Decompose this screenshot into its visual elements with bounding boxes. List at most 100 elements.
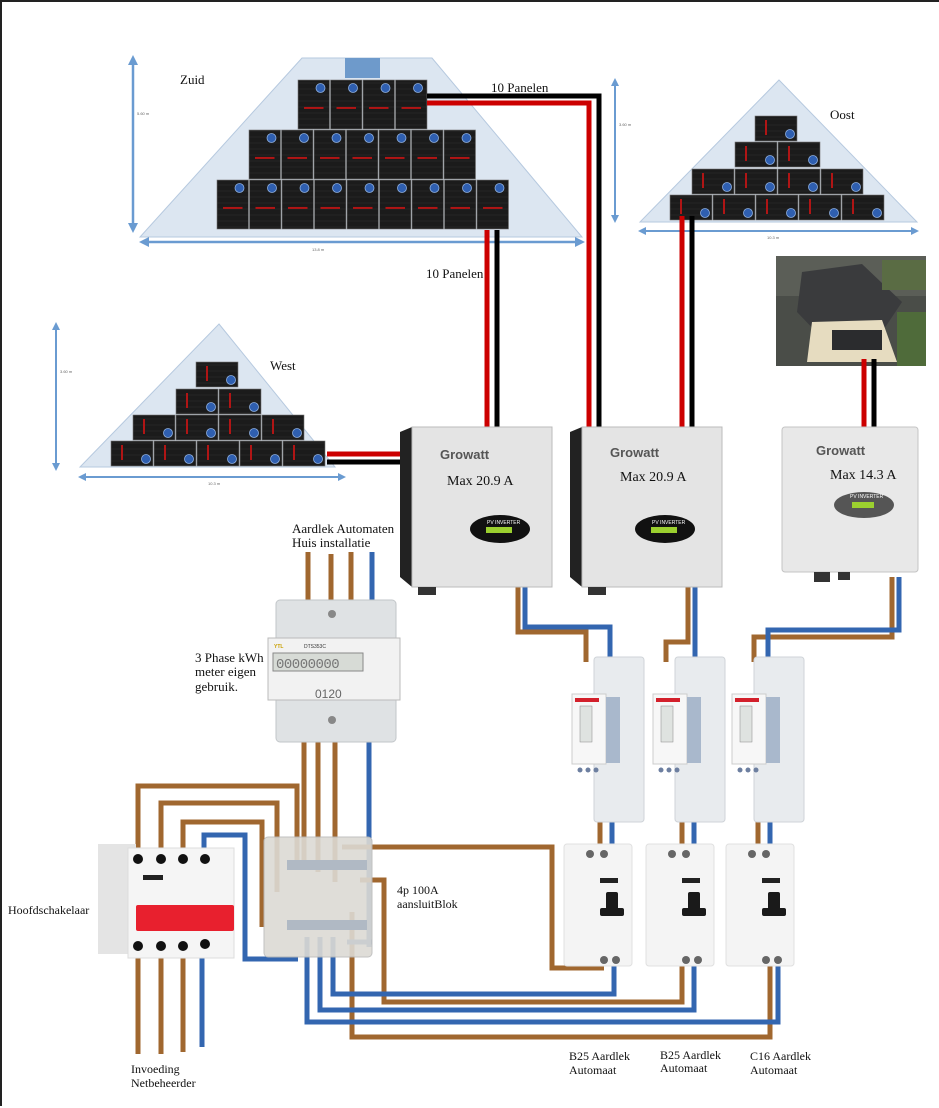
rcbo-breakers [563, 843, 795, 967]
solar-panel [669, 194, 713, 221]
solar-panel [734, 141, 778, 168]
solar-panel [411, 129, 444, 180]
inverter-3: Growatt Max 14.3 A PV INVERTER [781, 426, 919, 582]
inverter-2: Growatt Max 20.9 A PV INVERTER [570, 426, 723, 595]
solar-panel [249, 179, 282, 230]
inverter-3-brand: Growatt [816, 443, 866, 458]
roof-oost: 3.60 m 10.3 m Oost [611, 78, 919, 240]
inverter-2-display-label: PV INVERTER [652, 520, 686, 526]
solar-panel [282, 440, 326, 467]
inverter-1-display-label: PV INVERTER [487, 520, 521, 526]
solar-panel [734, 168, 778, 195]
west-panel-array [110, 361, 326, 467]
solar-panel [411, 179, 444, 230]
solar-panel [281, 129, 314, 180]
solar-panel [777, 168, 821, 195]
solar-panel [175, 414, 219, 441]
rcbo-2[interactable] [645, 843, 715, 967]
block-to-rcbo3-neutral [304, 937, 781, 1025]
block-to-rcbo1-phase [342, 844, 604, 971]
rcbo-2-label-line1: B25 Aardlek [660, 1048, 721, 1062]
rcbo-1-label-line1: B25 Aardlek [569, 1049, 630, 1063]
zuid-panel-array [216, 79, 509, 230]
labels: Aardlek Automaten Huis installatie 3 Pha… [8, 521, 811, 1090]
three-phase-kwh-meter: YTL DTS353C 00000000 0120 [267, 599, 401, 743]
kwh-meter-label-line3: gebruik. [195, 679, 238, 694]
solar-panel [712, 194, 756, 221]
dc-wire-negative-zuid-top [427, 93, 602, 432]
solar-panel [346, 179, 379, 230]
aerial-house-photo [776, 256, 926, 366]
terminal-block [263, 836, 373, 958]
main-switch[interactable] [98, 844, 235, 959]
rcbo-3[interactable] [725, 843, 795, 967]
oost-panel-array [669, 115, 885, 221]
rcbo-2-label-line2: Automaat [660, 1061, 708, 1075]
solar-panel [110, 440, 154, 467]
inverter-2-brand: Growatt [610, 445, 660, 460]
solar-panel [443, 129, 476, 180]
inverter-1-brand: Growatt [440, 447, 490, 462]
chimney [345, 58, 380, 78]
solar-panel [218, 414, 262, 441]
roof-west: 3.60 m 10.3 m West [52, 322, 346, 486]
solar-panel [297, 79, 330, 130]
house-breakers-label-line1: Aardlek Automaten [292, 521, 395, 536]
solar-panel [346, 129, 379, 180]
inverter-1: Growatt Max 20.9 A PV INVERTER [400, 426, 553, 595]
solar-panel [196, 440, 240, 467]
rcbo-1[interactable] [563, 843, 633, 967]
solar-panel [313, 129, 346, 180]
main-switch-handle[interactable] [136, 905, 234, 931]
solar-panel [379, 179, 412, 230]
supply-label-line2: Netbeheerder [131, 1076, 196, 1090]
ac-phase-inv2 [663, 587, 691, 662]
solar-panel [314, 179, 347, 230]
solar-panel [153, 440, 197, 467]
single-phase-meter-3 [731, 656, 805, 823]
block-to-rcbo1-neutral [330, 937, 617, 997]
solar-panel [216, 179, 249, 230]
single-phase-meter-2 [652, 656, 726, 823]
meter-reading: 00000000 [276, 657, 339, 673]
inverter-3-max-current: Max 14.3 A [830, 468, 897, 483]
solar-panel [281, 179, 314, 230]
inverter-2-max-current: Max 20.9 A [620, 470, 687, 485]
solar-panel [395, 79, 428, 130]
solar-panel [754, 115, 798, 142]
ac-neutral-inv3 [765, 577, 902, 662]
solar-panel [476, 179, 509, 230]
main-to-block-phase-3 [180, 819, 265, 927]
dc-wire-positive-zuid-top [427, 100, 592, 432]
roof-zuid: 5.60 m 13.8 m Zuid [128, 55, 585, 252]
inverter-1-max-current: Max 20.9 A [447, 474, 514, 489]
inverter-3-display-label: PV INVERTER [850, 494, 884, 500]
supply-label-line1: Invoeding [131, 1062, 180, 1076]
single-phase-meter-1 [571, 656, 645, 823]
single-phase-kwh-meters [571, 656, 805, 823]
rcbo-3-label-line2: Automaat [750, 1063, 798, 1077]
meter-model: DTS353C [304, 644, 326, 650]
solar-panel [330, 79, 363, 130]
solar-panel [755, 194, 799, 221]
house-breakers-label-line2: Huis installatie [292, 535, 371, 550]
solar-panel [444, 179, 477, 230]
kwh-meter-label-line1: 3 Phase kWh [195, 650, 264, 665]
inverters: Growatt Max 20.9 A PV INVERTER Growatt M… [400, 426, 919, 595]
solar-panel [261, 414, 305, 441]
block-to-rcbo2-neutral [317, 937, 697, 1013]
dim-oost-height: 3.60 m [619, 122, 632, 127]
rcbo-1-label-line2: Automaat [569, 1063, 617, 1077]
dim-west-width: 10.3 m [208, 481, 221, 486]
main-to-block-neutral [201, 832, 298, 962]
dim-zuid-height: 5.60 m [137, 111, 150, 116]
dim-oost-width: 10.3 m [767, 235, 780, 240]
dim-west-height: 3.60 m [60, 369, 73, 374]
solar-panel [378, 129, 411, 180]
solar-panel [248, 129, 281, 180]
dim-zuid-width: 13.8 m [312, 247, 325, 252]
meter-serial: 0120 [315, 687, 342, 701]
solar-panel [195, 361, 239, 388]
string-label-top: 10 Panelen [491, 80, 549, 95]
